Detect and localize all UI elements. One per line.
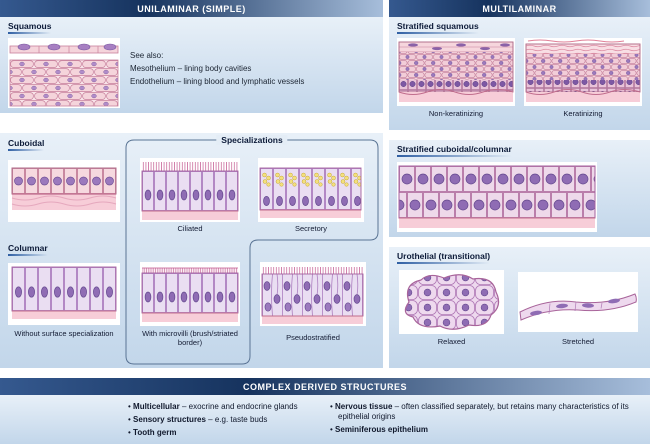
cuboidal-label: Cuboidal <box>8 138 52 151</box>
bullet-multicellular: Multicellular – exocrine and endocrine g… <box>128 402 324 412</box>
bullet-rest: – exocrine and endocrine glands <box>179 402 298 411</box>
pseudostratified-illustration <box>260 262 366 326</box>
specializations-box <box>124 134 382 375</box>
bullet-nervous-tissue: Nervous tissue – often classified separa… <box>330 402 642 422</box>
simple-cuboidal-illustration <box>8 160 120 222</box>
ciliated-caption: Ciliated <box>177 224 203 233</box>
secretory-caption: Secretory <box>294 224 328 233</box>
urothelial-relaxed-illustration <box>399 270 504 334</box>
columnar-label: Columnar <box>8 243 56 256</box>
complex-header: COMPLEX DERIVED STRUCTURES <box>0 378 650 395</box>
multilaminar-header-label: MULTILAMINAR <box>482 3 557 14</box>
bullet-tooth-germ: Tooth germ <box>128 428 324 438</box>
complex-bullets-left: Multicellular – exocrine and endocrine g… <box>128 402 324 441</box>
urothelial-label: Urothelial (transitional) <box>397 251 498 264</box>
see-also-mesothelium: Mesothelium – lining body cavities <box>130 63 252 73</box>
columnar-plain-caption: Without surface specialization <box>14 329 114 338</box>
bullet-lead: Tooth germ <box>133 428 177 437</box>
bullet-rest: – often classified separately, but retai… <box>338 402 629 421</box>
non-keratinizing-illustration <box>397 38 515 106</box>
stratified-cuboidal-label: Stratified cuboidal/columnar <box>397 144 520 157</box>
unilaminar-header-label: UNILAMINAR (SIMPLE) <box>137 3 246 14</box>
bullet-lead: Seminiferous epithelium <box>335 425 428 434</box>
see-also-note: See also: Mesothelium – lining body cavi… <box>130 50 304 88</box>
microvilli-illustration <box>140 262 240 326</box>
bullet-sensory-structures: Sensory structures – e.g. taste buds <box>128 415 324 425</box>
keratinizing-illustration <box>524 38 642 106</box>
secretory-illustration <box>258 158 364 222</box>
complex-bullets-right: Nervous tissue – often classified separa… <box>330 402 642 438</box>
microvilli-caption: With microvilli (brush/striated border) <box>142 329 238 348</box>
bullet-seminiferous-epithelium: Seminiferous epithelium <box>330 425 642 435</box>
specializations-title: Specializations <box>216 135 288 145</box>
bullet-lead: Nervous tissue <box>335 402 393 411</box>
unilaminar-header: UNILAMINAR (SIMPLE) <box>0 0 383 17</box>
urothelial-stretched-caption: Stretched <box>561 337 595 346</box>
urothelial-relaxed-caption: Relaxed <box>437 337 466 346</box>
bullet-rest: – e.g. taste buds <box>205 415 268 424</box>
complex-header-label: COMPLEX DERIVED STRUCTURES <box>242 381 407 392</box>
see-also-title: See also: <box>130 51 164 60</box>
urothelial-stretched-illustration <box>518 272 638 332</box>
see-also-endothelium: Endothelium – lining blood and lymphatic… <box>130 76 305 86</box>
ciliated-illustration <box>140 158 240 222</box>
bullet-lead: Multicellular <box>133 402 180 411</box>
pseudostratified-caption: Pseudostratified <box>286 333 340 342</box>
columnar-plain-illustration <box>8 263 120 325</box>
keratinizing-caption: Keratinizing <box>563 109 603 118</box>
multilaminar-header: MULTILAMINAR <box>389 0 650 17</box>
simple-squamous-illustration <box>8 38 120 108</box>
stratified-squamous-label: Stratified squamous <box>397 21 487 34</box>
bullet-lead: Sensory structures <box>133 415 206 424</box>
stratified-cuboidal-illustration <box>397 162 597 232</box>
squamous-label: Squamous <box>8 21 59 34</box>
non-keratinizing-caption: Non-keratinizing <box>428 109 484 118</box>
